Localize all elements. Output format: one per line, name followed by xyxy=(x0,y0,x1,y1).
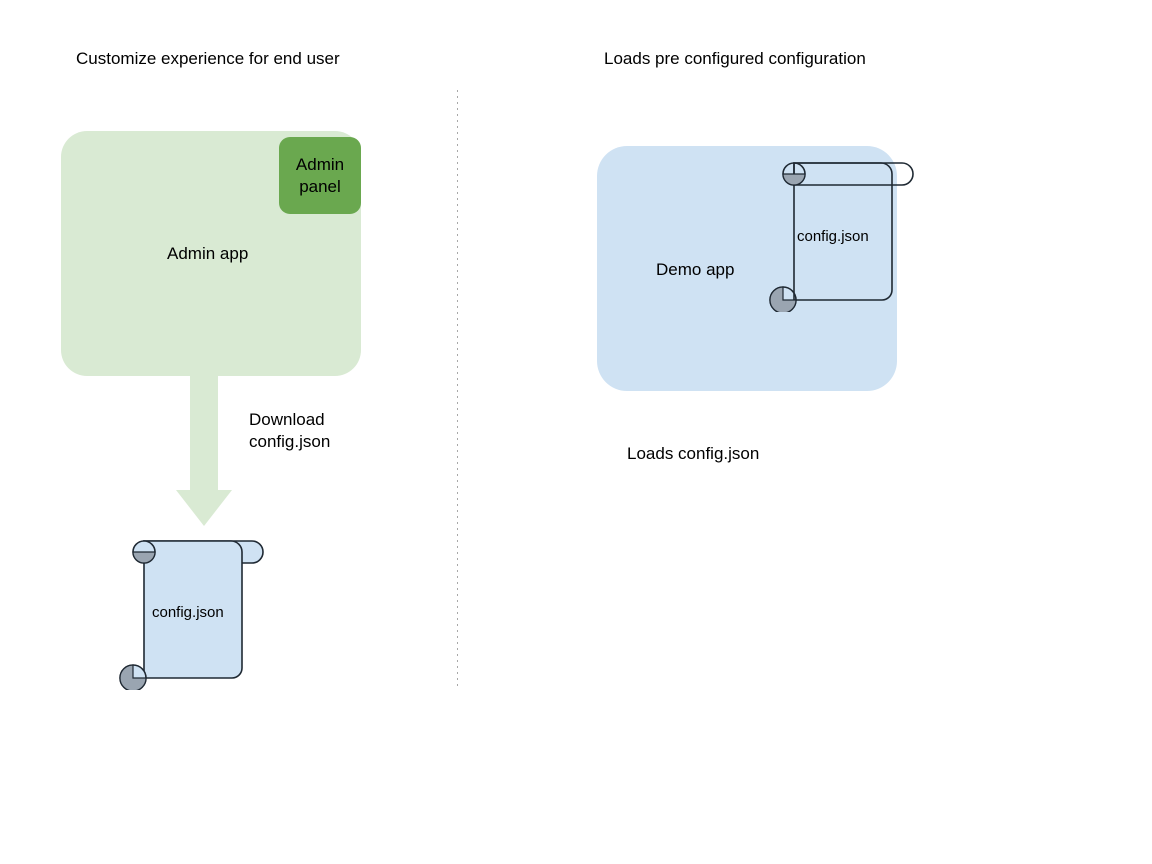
admin-panel-badge-line1: Admin xyxy=(295,154,345,174)
download-arrow-label-line2: config.json xyxy=(249,432,331,451)
left-section-title: Customize experience for end user xyxy=(76,49,340,68)
config-json-document-left[interactable] xyxy=(118,528,268,690)
admin-panel-badge[interactable]: Admin panel xyxy=(279,137,361,214)
download-arrow-icon xyxy=(176,360,232,526)
config-json-document-right[interactable] xyxy=(768,150,918,312)
vertical-divider xyxy=(457,90,458,688)
loads-config-caption: Loads config.json xyxy=(627,444,760,463)
download-arrow-label-line1: Download xyxy=(249,410,325,429)
admin-panel-badge-line2: panel xyxy=(299,176,341,196)
admin-panel-badge-text: Admin panel xyxy=(296,154,344,198)
right-section-title: Loads pre configured configuration xyxy=(604,49,866,68)
demo-app-label: Demo app xyxy=(656,260,735,279)
demo-app-box[interactable] xyxy=(597,146,897,391)
admin-app-label: Admin app xyxy=(167,244,249,263)
config-json-label-right: config.json xyxy=(797,228,869,245)
download-arrow-label: Download config.json xyxy=(249,409,330,453)
config-json-label-left: config.json xyxy=(152,604,224,621)
